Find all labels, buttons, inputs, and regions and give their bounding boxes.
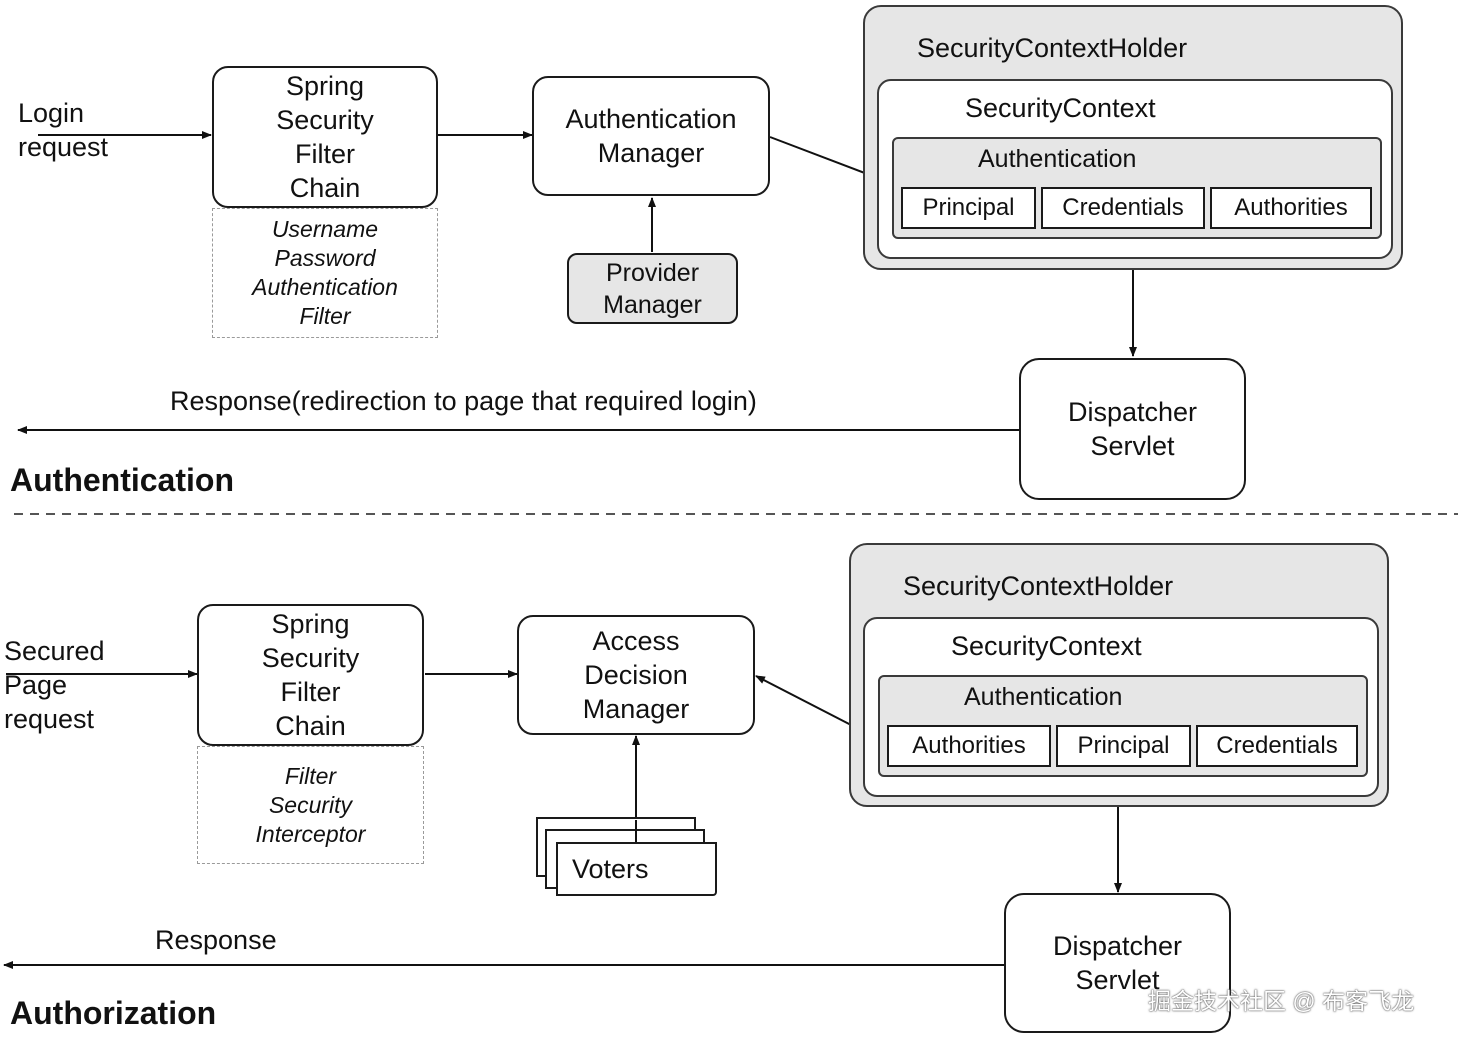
dispatcher-servlet-authz-label: Dispatcher Servlet [1052, 931, 1183, 995]
authorization-section-title: Authorization [10, 995, 217, 1031]
security-context-holder: SecurityContextHolder SecurityContext Au… [863, 5, 1403, 270]
filter-chain-authz-label: Spring Security Filter Chain [261, 609, 360, 741]
filter-security-interceptor-label: Filter Security Interceptor [255, 762, 366, 847]
principal-cell: Principal [901, 187, 1036, 229]
secured-page-request-label: Secured Page request [4, 636, 105, 734]
authentication-manager-label: Authentication Manager [565, 104, 737, 168]
security-context-holder-authz: SecurityContextHolder SecurityContext Au… [849, 543, 1389, 807]
provider-manager-label: Provider Manager [603, 258, 702, 319]
voters-label: Voters [572, 853, 649, 884]
principal-cell-authz: Principal [1056, 725, 1191, 767]
username-password-filter: Username Password Authentication Filter [212, 208, 438, 338]
login-request-label: Login request [18, 98, 109, 162]
dispatcher-servlet-authz: Dispatcher Servlet [1004, 893, 1231, 1033]
authentication-object-authz: Authentication Authorities Principal Cre… [878, 675, 1368, 777]
authentication-section-title: Authentication [10, 462, 234, 498]
access-decision-manager-label: Access Decision Manager [582, 626, 690, 724]
filter-security-interceptor: Filter Security Interceptor [197, 746, 424, 864]
credentials-cell-authz: Credentials [1196, 725, 1358, 767]
authorities-cell-authz: Authorities [887, 725, 1051, 767]
response-label: Response [155, 925, 277, 955]
dispatcher-servlet: Dispatcher Servlet [1019, 358, 1246, 500]
watermark: 掘金技术社区 @ 布客飞龙 [1148, 988, 1415, 1014]
credentials-cell: Credentials [1041, 187, 1205, 229]
access-decision-manager: Access Decision Manager [517, 615, 755, 735]
security-context: SecurityContext Authentication Principal… [877, 79, 1393, 259]
provider-manager: Provider Manager [567, 253, 738, 324]
security-context-authz-title: SecurityContext [951, 631, 1142, 661]
authorities-cell: Authorities [1210, 187, 1372, 229]
filter-chain-label: Spring Security Filter Chain [276, 71, 374, 203]
voters: Voters [556, 842, 717, 896]
authentication-object-title: Authentication [978, 145, 1137, 173]
spring-security-filter-chain-authz: Spring Security Filter Chain [197, 604, 424, 746]
dispatcher-servlet-label: Dispatcher Servlet [1067, 397, 1198, 461]
authentication-object-authz-title: Authentication [964, 683, 1123, 711]
security-context-authz: SecurityContext Authentication Authoriti… [863, 617, 1379, 797]
authentication-manager: Authentication Manager [532, 76, 770, 196]
security-context-title: SecurityContext [965, 93, 1156, 123]
spring-security-filter-chain: Spring Security Filter Chain [212, 66, 438, 208]
security-context-holder-title: SecurityContextHolder [917, 33, 1188, 63]
security-context-holder-authz-title: SecurityContextHolder [903, 571, 1174, 601]
username-password-filter-label: Username Password Authentication Filter [252, 216, 398, 329]
response-redirection-label: Response(redirection to page that requir… [170, 386, 757, 416]
authentication-object: Authentication Principal Credentials Aut… [892, 137, 1382, 239]
